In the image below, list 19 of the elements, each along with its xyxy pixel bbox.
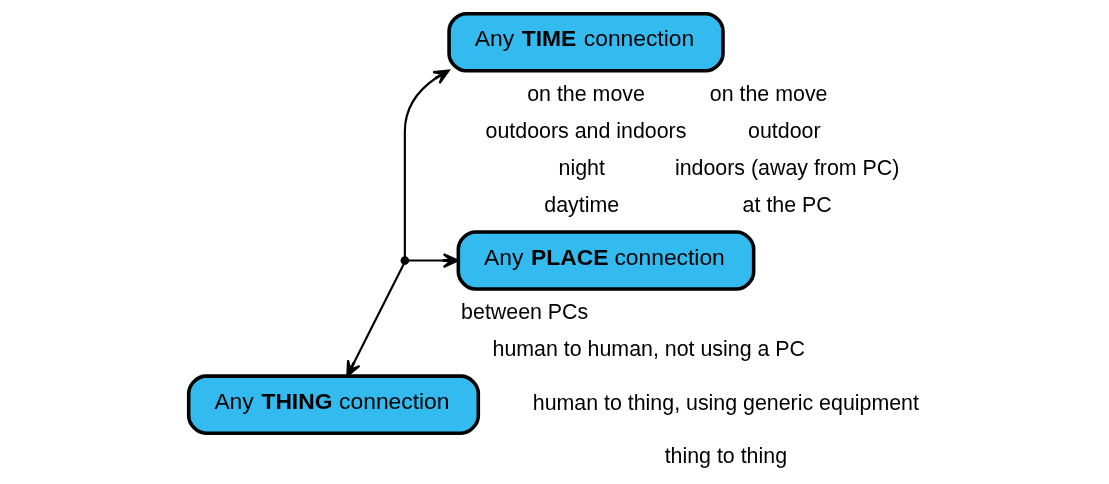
label: outdoors and indoors bbox=[485, 118, 686, 143]
label: between PCs bbox=[460, 300, 588, 325]
label: on the move bbox=[709, 81, 827, 106]
label: at the PC bbox=[742, 193, 832, 218]
label: indoors (away from PC) bbox=[674, 155, 899, 180]
node-point bbox=[400, 256, 409, 265]
node-box: Any PLACE connection bbox=[456, 230, 755, 291]
node-box: Any THING connection bbox=[186, 374, 480, 435]
label: outdoor bbox=[747, 118, 821, 143]
arrow bbox=[345, 263, 405, 377]
node-box: Any TIME connection bbox=[446, 11, 725, 73]
arrow bbox=[403, 69, 450, 258]
label: human to human, not using a PC bbox=[492, 337, 805, 362]
arrow bbox=[407, 253, 459, 269]
label: thing to thing bbox=[664, 444, 787, 469]
label: night bbox=[558, 155, 605, 180]
label: human to thing, using generic equipment bbox=[532, 390, 919, 415]
label: daytime bbox=[543, 193, 619, 218]
label: on the move bbox=[526, 81, 645, 106]
